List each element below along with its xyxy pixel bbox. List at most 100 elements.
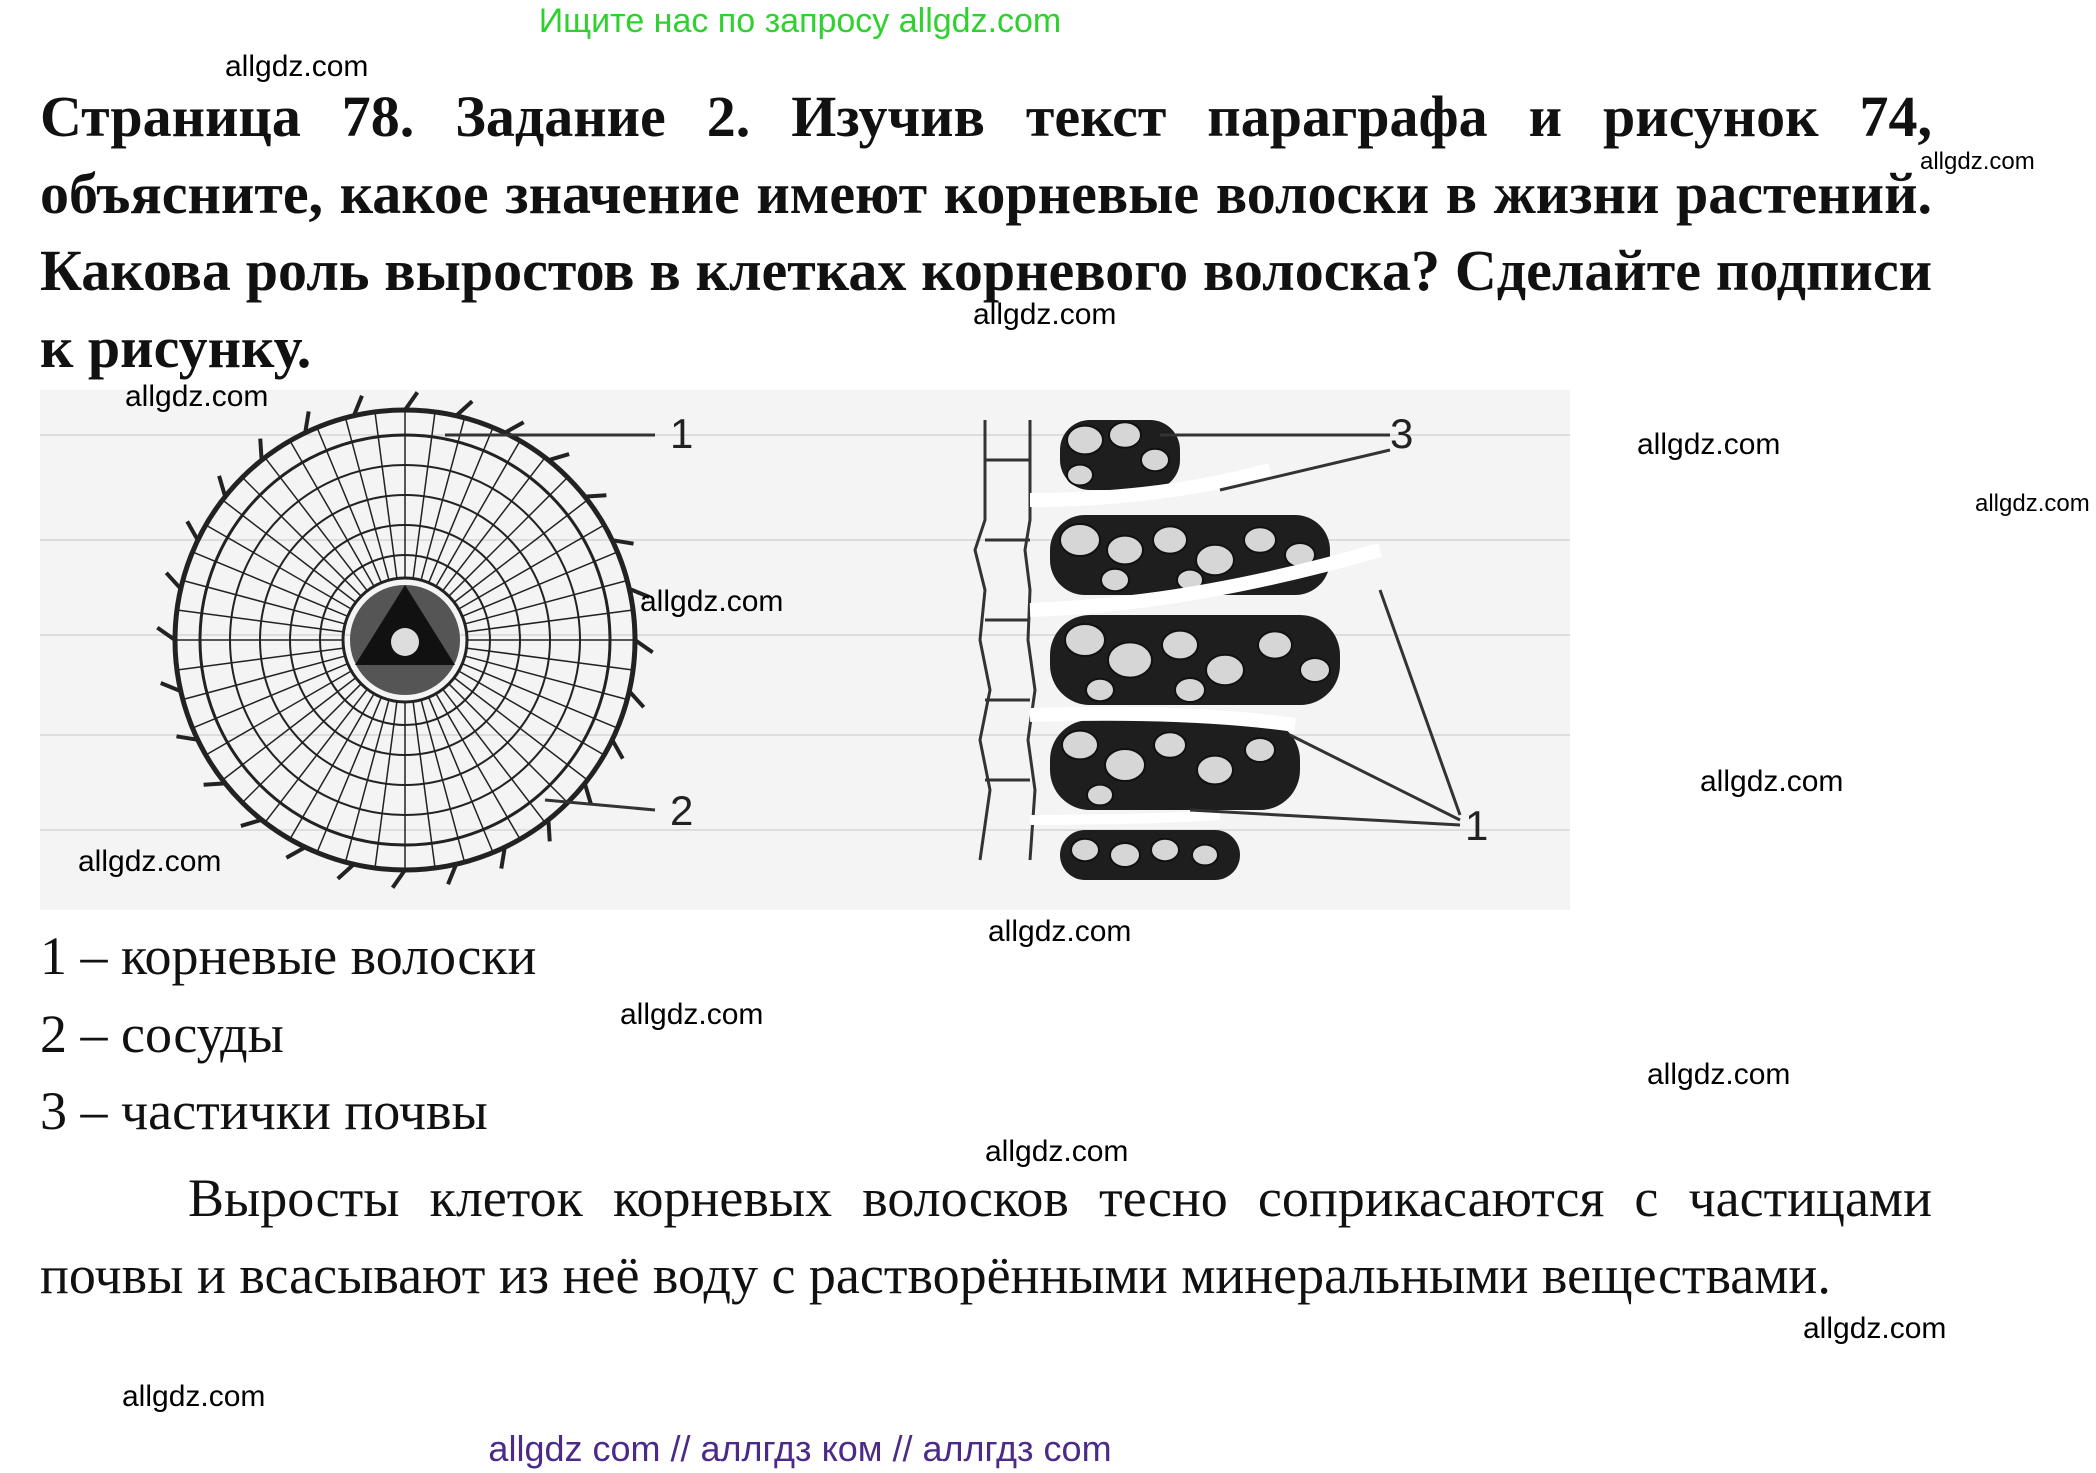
soil-particle [1066, 463, 1094, 487]
watermark: allgdz.com [122, 1380, 266, 1413]
leader-line [1219, 448, 1391, 492]
root-hair-stub [582, 782, 593, 805]
root-hair-stub [633, 638, 654, 655]
leader-line [544, 798, 656, 812]
cell-wall-line [458, 524, 605, 610]
soil-particle [1070, 837, 1100, 863]
figure-label-left-1: 1 [670, 410, 693, 457]
cell-wall-line [182, 655, 346, 701]
cell-wall-line [448, 683, 569, 804]
legend-item-3: 3 – частички почвы [40, 1081, 488, 1141]
cell-wall-line [428, 427, 494, 584]
watermark: allgdz.com [1803, 1312, 1947, 1345]
cell-wall-line [466, 647, 634, 671]
watermark: allgdz.com [1647, 1058, 1791, 1091]
soil-particle [1064, 623, 1106, 657]
root-hair-stub [547, 452, 570, 463]
cell-wall-line [464, 655, 628, 701]
cell-wall-line [464, 579, 628, 625]
root-hair-stub [390, 868, 407, 889]
soil-particle [1107, 641, 1153, 679]
watermark: allgdz.com [973, 298, 1117, 331]
answer-text: Выросты клеток корневых волосков тесно с… [40, 1168, 1932, 1305]
bottom-banner: allgdz com // аллгдз ком // аллгдз com [488, 1428, 1112, 1469]
legend-item-2: 2 – сосуды [40, 1004, 284, 1064]
soil-particle [1196, 754, 1234, 786]
soil-particle [1299, 657, 1331, 683]
watermark: allgdz.com [125, 380, 269, 413]
root-hair-stub [217, 475, 228, 498]
soil-particle [1108, 421, 1142, 449]
task-text: Страница 78. Задание 2. Изучив текст пар… [40, 84, 1932, 380]
soil-particle [1100, 567, 1130, 593]
root-hair-stub [258, 438, 264, 461]
soil-particle [1153, 731, 1187, 759]
cell-wall-line [435, 440, 521, 587]
root-hair-stub [627, 689, 646, 709]
cell-wall-line [264, 457, 368, 592]
xylem-triangle [355, 585, 455, 665]
figure-label-left-2: 2 [670, 787, 693, 834]
cell-wall-line [453, 677, 588, 781]
watermark: allgdz.com [1920, 148, 2035, 175]
root-hair-stub [176, 734, 199, 742]
root-hair-stub [403, 391, 420, 412]
cell-wall-line [453, 499, 588, 603]
root-hair-stub [164, 571, 183, 591]
cell-wall-line [435, 693, 521, 840]
root-figure: 1 2 3 1 [40, 390, 1570, 910]
watermark: allgdz.com [1637, 428, 1781, 461]
root-hair-stub [156, 625, 177, 642]
root-hair-stub [185, 520, 200, 542]
cell-wall-line [448, 476, 569, 597]
soil-particle [1174, 677, 1206, 703]
root-hair-stub [240, 817, 263, 828]
root-hair-stub [303, 411, 311, 434]
cell-wall-line [466, 609, 634, 633]
figure-label-right-3: 3 [1390, 410, 1413, 457]
vessel-center [391, 628, 419, 656]
top-banner: Ищите нас по запросу allgdz.com [538, 2, 1062, 40]
watermark: allgdz.com [640, 585, 784, 618]
soil-particle [1061, 729, 1099, 761]
cell-wall-line [222, 499, 357, 603]
soil-particle [1191, 843, 1219, 867]
root-hair-drawing [973, 420, 1462, 880]
cell-wall-line [205, 524, 352, 610]
cell-wall-line [420, 417, 466, 581]
soil-particle [1244, 737, 1276, 763]
soil-particle [1104, 748, 1146, 782]
watermark: allgdz.com [1975, 490, 2090, 517]
cell-wall-line [442, 688, 546, 823]
root-hair-stub [584, 493, 607, 499]
root-hair-stub [446, 863, 459, 885]
cell-wall-line [458, 670, 605, 756]
cell-wall-line [176, 609, 344, 633]
cell-wall-line [205, 670, 352, 756]
watermark: allgdz.com [985, 1135, 1129, 1168]
cell-wall-line [412, 701, 436, 869]
root-hair-stub [611, 538, 634, 546]
soil-particle [1161, 629, 1199, 661]
cell-wall-line [420, 699, 466, 863]
soil-particle [1150, 837, 1180, 863]
root-hair-stub [336, 862, 356, 881]
cell-wall-line [264, 688, 368, 823]
cell-wall-line [182, 579, 346, 625]
cell-wall-line [316, 427, 382, 584]
cell-wall-line [461, 551, 618, 617]
soil-particle [1152, 525, 1188, 555]
cell-wall-line [428, 696, 494, 853]
cross-section [156, 391, 654, 889]
cell-wall-line [461, 663, 618, 729]
watermark: allgdz.com [620, 998, 764, 1031]
cell-wall-line [412, 411, 436, 579]
soil-particle [1109, 842, 1141, 868]
cell-wall-line [374, 411, 398, 579]
cell-wall-line [374, 701, 398, 869]
cell-wall-line [289, 693, 375, 840]
cell-wall-line [344, 699, 390, 863]
cell-wall-line [241, 683, 362, 804]
root-hair-stub [160, 681, 182, 694]
soil-particle [1257, 630, 1293, 660]
